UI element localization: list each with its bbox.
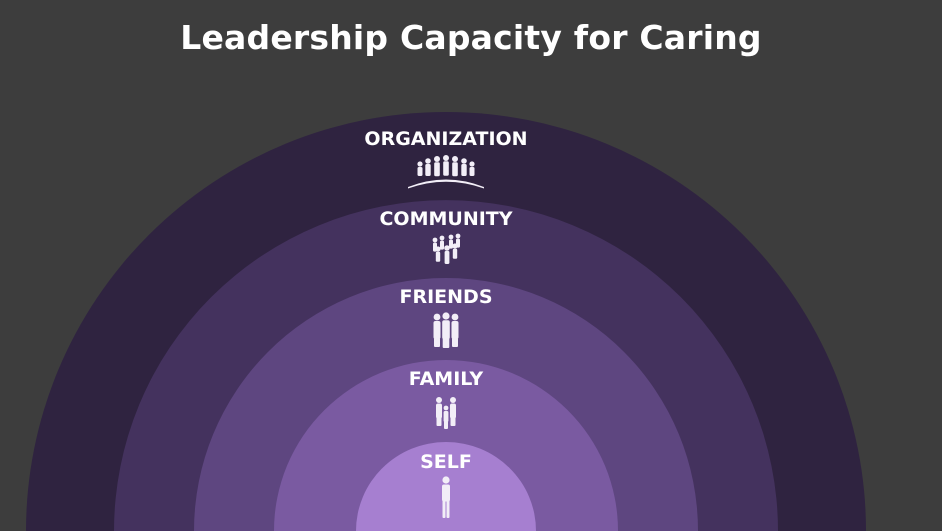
ring-labels: ORGANIZATION COMMUNITY FRIENDS FAMILY SE… <box>364 128 527 473</box>
ring-label-friends: FRIENDS <box>399 286 492 308</box>
page-title: Leadership Capacity for Caring <box>180 18 762 57</box>
family-icon <box>436 397 456 429</box>
person-icon <box>442 476 450 518</box>
ring-label-self: SELF <box>420 451 472 473</box>
group-people-icon <box>432 233 461 264</box>
ring-label-community: COMMUNITY <box>379 208 512 230</box>
crowd-on-globe-icon <box>408 155 484 189</box>
ring-label-organization: ORGANIZATION <box>364 128 527 150</box>
ring-label-family: FAMILY <box>409 368 484 390</box>
three-people-icon <box>433 312 459 348</box>
